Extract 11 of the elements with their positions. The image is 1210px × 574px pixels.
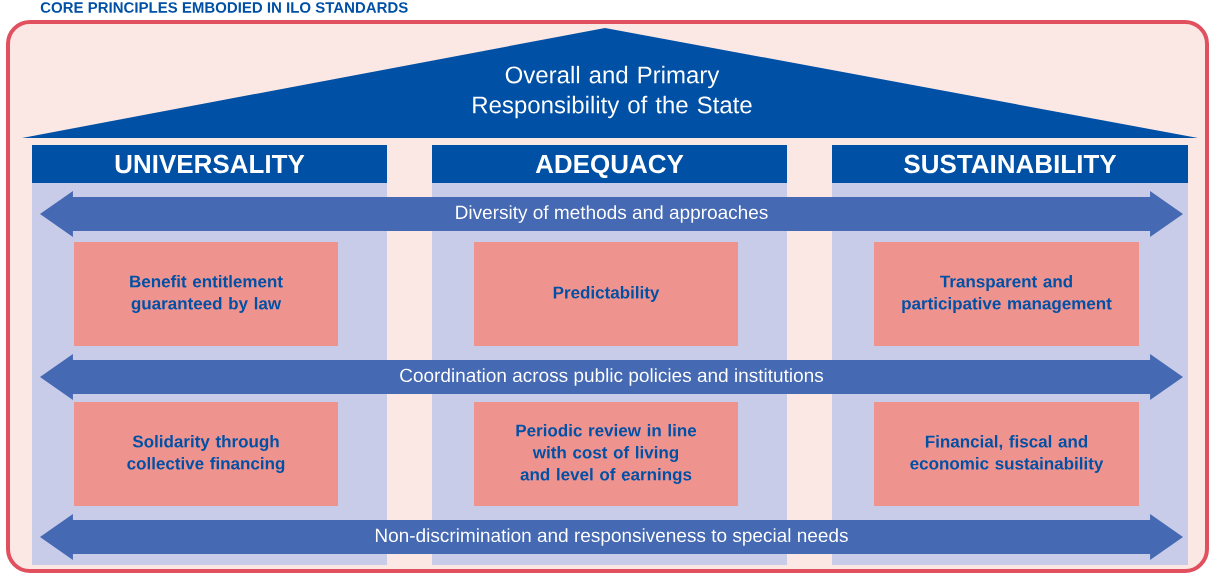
double-arrow-band: Non-discrimination and responsiveness to special needs <box>40 513 1183 561</box>
principle-box: Benefit entitlement guaranteed by law <box>74 242 338 346</box>
double-arrow-band: Diversity of methods and approaches <box>40 190 1183 238</box>
roof-triangle: Overall and Primary Responsibility of the State <box>22 28 1198 138</box>
double-arrow-band: Coordination across public policies and institutions <box>40 353 1183 401</box>
title: CORE PRINCIPLES EMBODIED IN ILO STANDARDS <box>40 2 408 13</box>
principle-box: Transparent and participative management <box>874 242 1139 346</box>
principle-box: Solidarity through collective financing <box>74 402 338 506</box>
principle-box: Periodic review in line with cost of living and level of earnings <box>474 402 738 506</box>
principle-box: Financial, fiscal and economic sustainability <box>874 402 1139 506</box>
principle-box: Predictability <box>474 242 738 346</box>
